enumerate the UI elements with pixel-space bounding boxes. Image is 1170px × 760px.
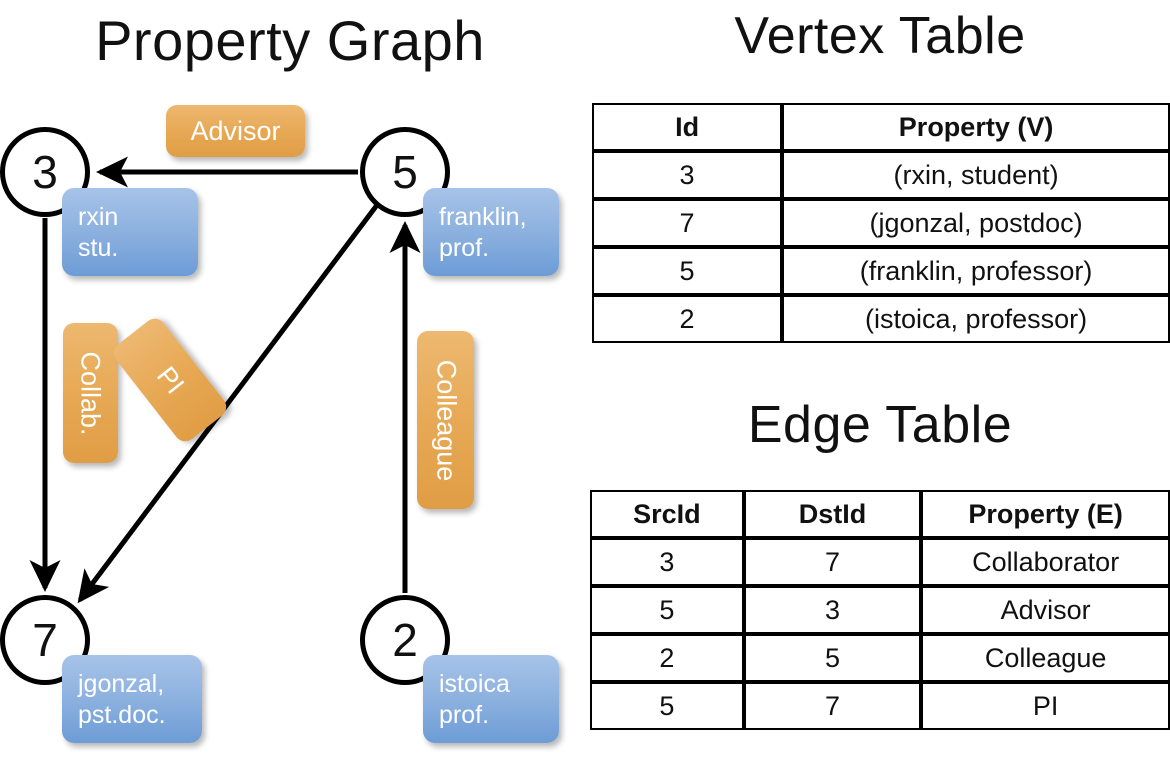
edge-property-cell: PI (921, 682, 1170, 730)
edge-5-to-7-pi (77, 203, 379, 604)
vertex-property-line-1: rxin (78, 203, 119, 231)
table-row: 3 (rxin, student) (592, 151, 1170, 199)
vertex-table-header-property: Property (V) (782, 103, 1170, 151)
vertex-property-line-2: prof. (439, 700, 490, 729)
vertex-property-box-3: rxin stu. (62, 188, 198, 276)
edge-property-cell: Advisor (921, 586, 1170, 634)
table-header-row: Id Property (V) (592, 103, 1170, 151)
table-row: 7 (jgonzal, postdoc) (592, 199, 1170, 247)
vertex-table-header-id: Id (592, 103, 783, 151)
table-row: 5 3 Advisor (590, 586, 1170, 634)
edge-label-advisor-text: Advisor (190, 115, 281, 146)
edge-src-cell: 5 (590, 682, 744, 730)
table-row: 5 7 PI (590, 682, 1170, 730)
vertex-property-box-7: jgonzal, pst.doc. (62, 655, 202, 743)
edge-table-header-dstid: DstId (743, 490, 922, 538)
page-title-vertex-table: Vertex Table (734, 7, 1026, 65)
vertex-property-cell: (rxin, student) (782, 151, 1170, 199)
table-row: 2 (istoica, professor) (592, 295, 1170, 343)
edge-dst-cell: 7 (743, 538, 922, 586)
vertex-id-cell: 7 (592, 199, 783, 247)
page-title-edge-table: Edge Table (747, 396, 1013, 454)
graph-edges-layer (29, 156, 421, 604)
edge-property-cell: Colleague (921, 634, 1170, 682)
vertex-property-cell: (franklin, professor) (782, 247, 1170, 295)
edge-label-collaborator: Collab. (63, 323, 118, 463)
vertex-table: Id Property (V) 3 (rxin, student) 7 (jgo… (592, 103, 1170, 343)
table-row: 3 7 Collaborator (590, 538, 1170, 586)
vertex-property-cell: (jgonzal, postdoc) (782, 199, 1170, 247)
vertex-id-cell: 3 (592, 151, 783, 199)
vertex-property-line-1: jgonzal, (78, 670, 165, 698)
edge-property-cell: Collaborator (921, 538, 1170, 586)
vertex-property-line-2: stu. (78, 233, 119, 262)
edge-label-advisor: Advisor (166, 105, 305, 157)
table-row: 2 5 Colleague (590, 634, 1170, 682)
edge-dst-cell: 7 (743, 682, 922, 730)
vertex-property-cell: (istoica, professor) (782, 295, 1170, 343)
edge-src-cell: 2 (590, 634, 744, 682)
edge-dst-cell: 5 (743, 634, 922, 682)
vertex-property-line-1: istoica (439, 670, 510, 698)
edge-table-header-srcid: SrcId (590, 490, 744, 538)
edge-label-colleague: Colleague (417, 331, 474, 509)
table-header-row: SrcId DstId Property (E) (590, 490, 1170, 538)
page-title-property-graph: Property Graph (95, 9, 485, 72)
edge-table: SrcId DstId Property (E) 3 7 Collaborato… (590, 490, 1170, 730)
vertex-property-box-2: istoica prof. (423, 655, 559, 743)
edge-label-collaborator-text: Collab. (76, 350, 107, 436)
edge-src-cell: 5 (590, 586, 744, 634)
vertex-property-line-1: franklin, (439, 203, 527, 231)
vertex-property-box-5: franklin, prof. (423, 188, 559, 276)
vertex-id-cell: 5 (592, 247, 783, 295)
graph-node-2[interactable]: 2 (360, 595, 450, 685)
edge-dst-cell: 3 (743, 586, 922, 634)
edge-src-cell: 3 (590, 538, 744, 586)
vertex-property-line-2: pst.doc. (78, 700, 166, 729)
edge-label-pi-text: PI (150, 360, 191, 399)
table-row: 5 (franklin, professor) (592, 247, 1170, 295)
vertex-id-cell: 2 (592, 295, 783, 343)
property-graph-diagram: 3 5 7 2 rxin stu. franklin, prof. jgonza… (0, 105, 559, 743)
edge-label-colleague-text: Colleague (431, 359, 461, 481)
vertex-property-line-2: prof. (439, 233, 490, 262)
edge-table-header-property: Property (E) (921, 490, 1170, 538)
graph-node-5[interactable]: 5 (360, 127, 450, 217)
